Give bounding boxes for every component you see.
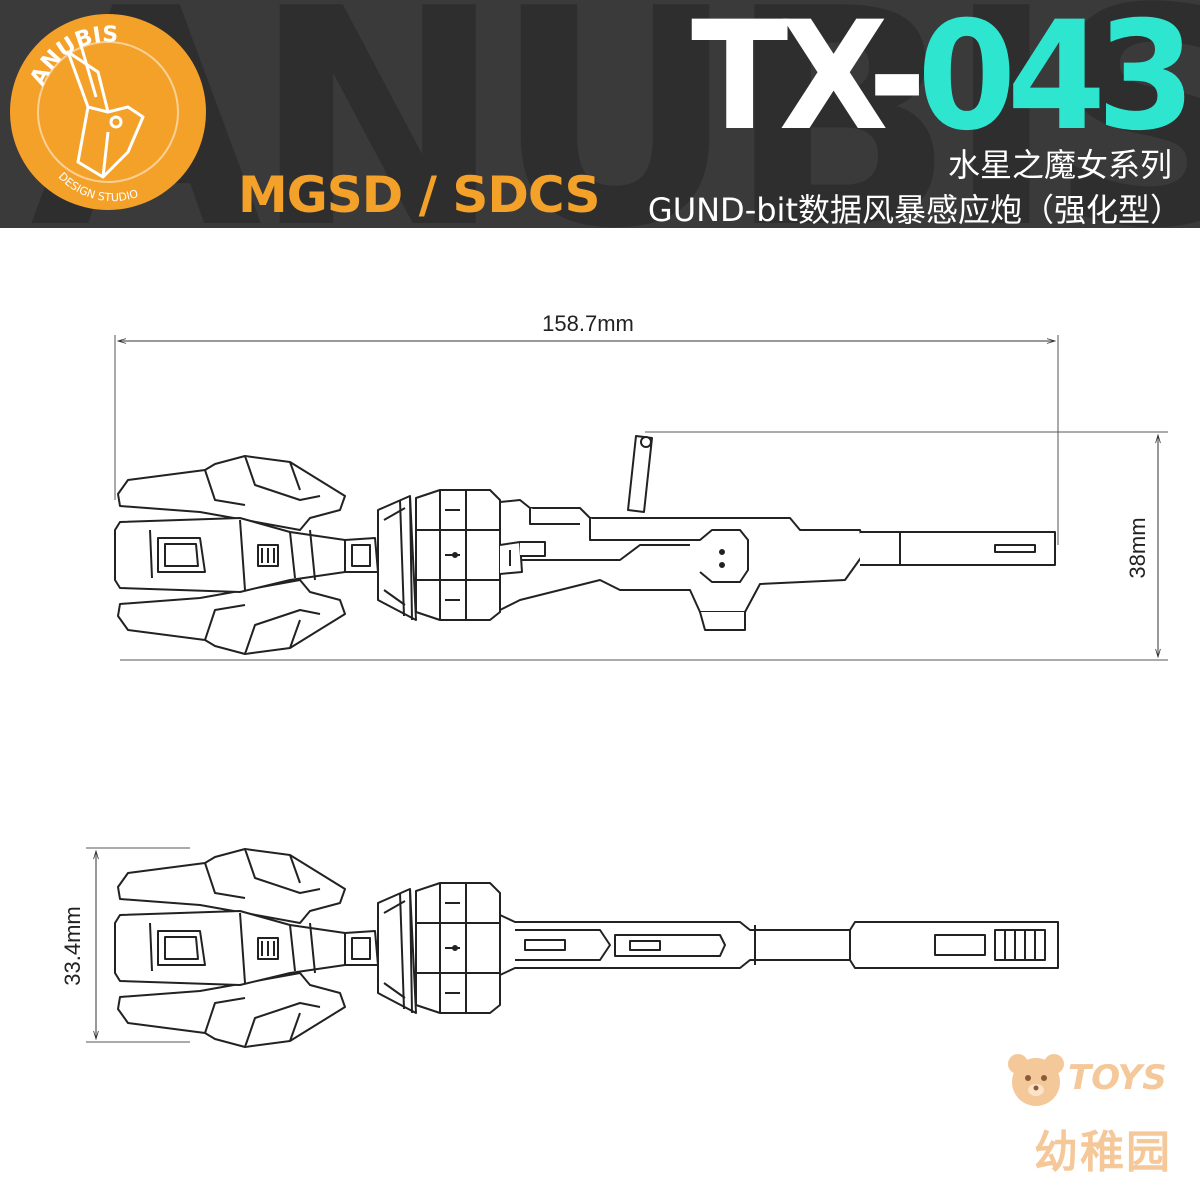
toys-watermark: TOYS 幼稚园: [1006, 1050, 1186, 1180]
model-code: TX-043: [691, 2, 1196, 152]
model-number: 043: [917, 0, 1195, 164]
height-dimension-label: 38mm: [1125, 517, 1150, 578]
model-prefix: TX-: [690, 0, 927, 164]
anubis-logo: ANUBIS DESIGN STUDIO: [10, 14, 206, 210]
subtitle-series-name: 水星之魔女系列: [947, 146, 1172, 184]
header-banner: ANUBIS ANUBIS DESIGN STUDIO MGSD / SDCS …: [0, 0, 1200, 228]
width-dimension-label: 33.4mm: [60, 906, 85, 985]
series-label: MGSD / SDCS: [238, 166, 601, 224]
side-view-drawing: 158.7mm 38mm: [114, 311, 1168, 661]
technical-drawing: 158.7mm 38mm 33.4mm: [60, 311, 1168, 1048]
subtitle-product-name: GUND-bit数据风暴感应炮（强化型）: [647, 191, 1182, 228]
watermark-toys-text: TOYS: [1068, 1058, 1167, 1098]
bear-icon: [1008, 1054, 1064, 1106]
length-dimension-label: 158.7mm: [542, 311, 634, 336]
background-watermark-word: ANUBIS: [30, 0, 1200, 228]
watermark-kindergarten-text: 幼稚园: [1034, 1127, 1172, 1178]
top-view-drawing: 33.4mm: [60, 847, 1059, 1048]
